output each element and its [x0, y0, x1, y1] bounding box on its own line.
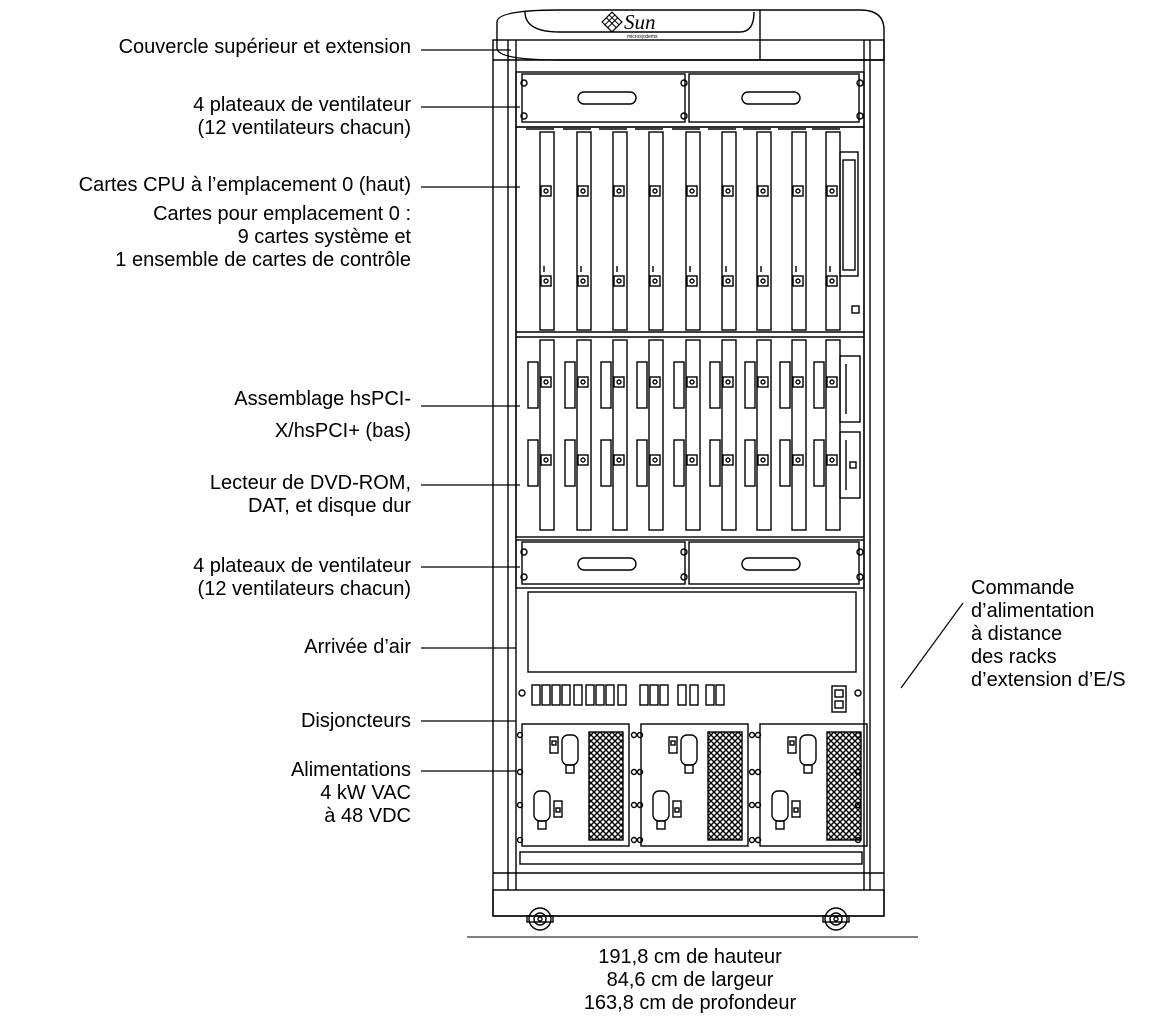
callout-fan-trays-bottom: 4 plateaux de ventilateur (12 ventilateu…	[193, 555, 411, 600]
breaker-switch	[605, 684, 615, 706]
board-slot	[812, 128, 841, 531]
fan-trays-top	[515, 71, 865, 128]
board-slot	[672, 128, 701, 531]
logo-text: Sun	[624, 10, 656, 34]
board-slot	[599, 128, 628, 531]
breaker-switch	[649, 684, 659, 706]
breaker-switch	[595, 684, 605, 706]
leader-lines	[421, 49, 964, 772]
callout-cpu-boards: Cartes CPU à l’emplacement 0 (haut)	[78, 174, 411, 196]
breaker-switch	[551, 684, 561, 706]
callout-slot0-boards: Cartes pour emplacement 0 : 9 cartes sys…	[115, 203, 411, 271]
board-slot	[526, 128, 555, 531]
fan-trays-bottom	[515, 539, 865, 589]
dimension-width: 84,6 cm de largeur	[606, 969, 774, 991]
breaker-switch	[585, 684, 595, 706]
board-slot	[563, 128, 592, 531]
board-slot	[708, 128, 737, 531]
circuit-breakers	[518, 684, 862, 713]
board-cage	[515, 126, 865, 538]
power-supplies	[516, 723, 868, 847]
breaker-switch	[561, 684, 571, 706]
callout-media: Lecteur de DVD-ROM, DAT, et disque dur	[209, 472, 411, 517]
power-supply-unit	[521, 723, 630, 847]
breaker-switch	[531, 684, 541, 706]
breaker-switch	[715, 684, 725, 706]
breaker-switch	[689, 684, 699, 706]
power-supply-unit	[640, 723, 749, 847]
callout-breakers: Disjoncteurs	[300, 710, 411, 732]
dimension-depth: 163,8 cm de profondeur	[583, 992, 797, 1014]
breaker-switch	[705, 684, 715, 706]
control-board	[839, 151, 861, 499]
air-intake	[527, 591, 857, 673]
casters	[526, 907, 850, 931]
callout-air-intake: Arrivée d’air	[304, 636, 411, 658]
callout-power-supplies: Alimentations 4 kW VAC à 48 VDC	[290, 759, 411, 827]
breaker-switch	[659, 684, 669, 706]
breaker-switch	[639, 684, 649, 706]
board-slot	[778, 128, 807, 531]
board-slot	[743, 128, 772, 531]
dimensions-text: 191,8 cm de hauteur 84,6 cm de largeur 1…	[540, 946, 840, 1015]
logo-subtext: microsystems	[627, 34, 658, 40]
breaker-switch	[617, 684, 627, 706]
breaker-switch	[573, 684, 583, 706]
callout-fan-trays-top: 4 plateaux de ventilateur (12 ventilateu…	[193, 94, 411, 139]
dimension-height: 191,8 cm de hauteur	[598, 946, 782, 968]
sun-logo: Sun microsystems	[601, 10, 658, 40]
cabinet-base	[492, 889, 885, 917]
breaker-switch	[677, 684, 687, 706]
board-slot	[635, 128, 664, 531]
callout-top-cover: Couvercle supérieur et extension	[118, 36, 411, 58]
breaker-switch	[541, 684, 551, 706]
callout-remote-power: Commande d’alimentation à distance des r…	[971, 577, 1126, 691]
power-supply-unit	[759, 723, 868, 847]
callout-hspci: Assemblage hsPCI- X/hsPCI+ (bas)	[234, 388, 411, 442]
